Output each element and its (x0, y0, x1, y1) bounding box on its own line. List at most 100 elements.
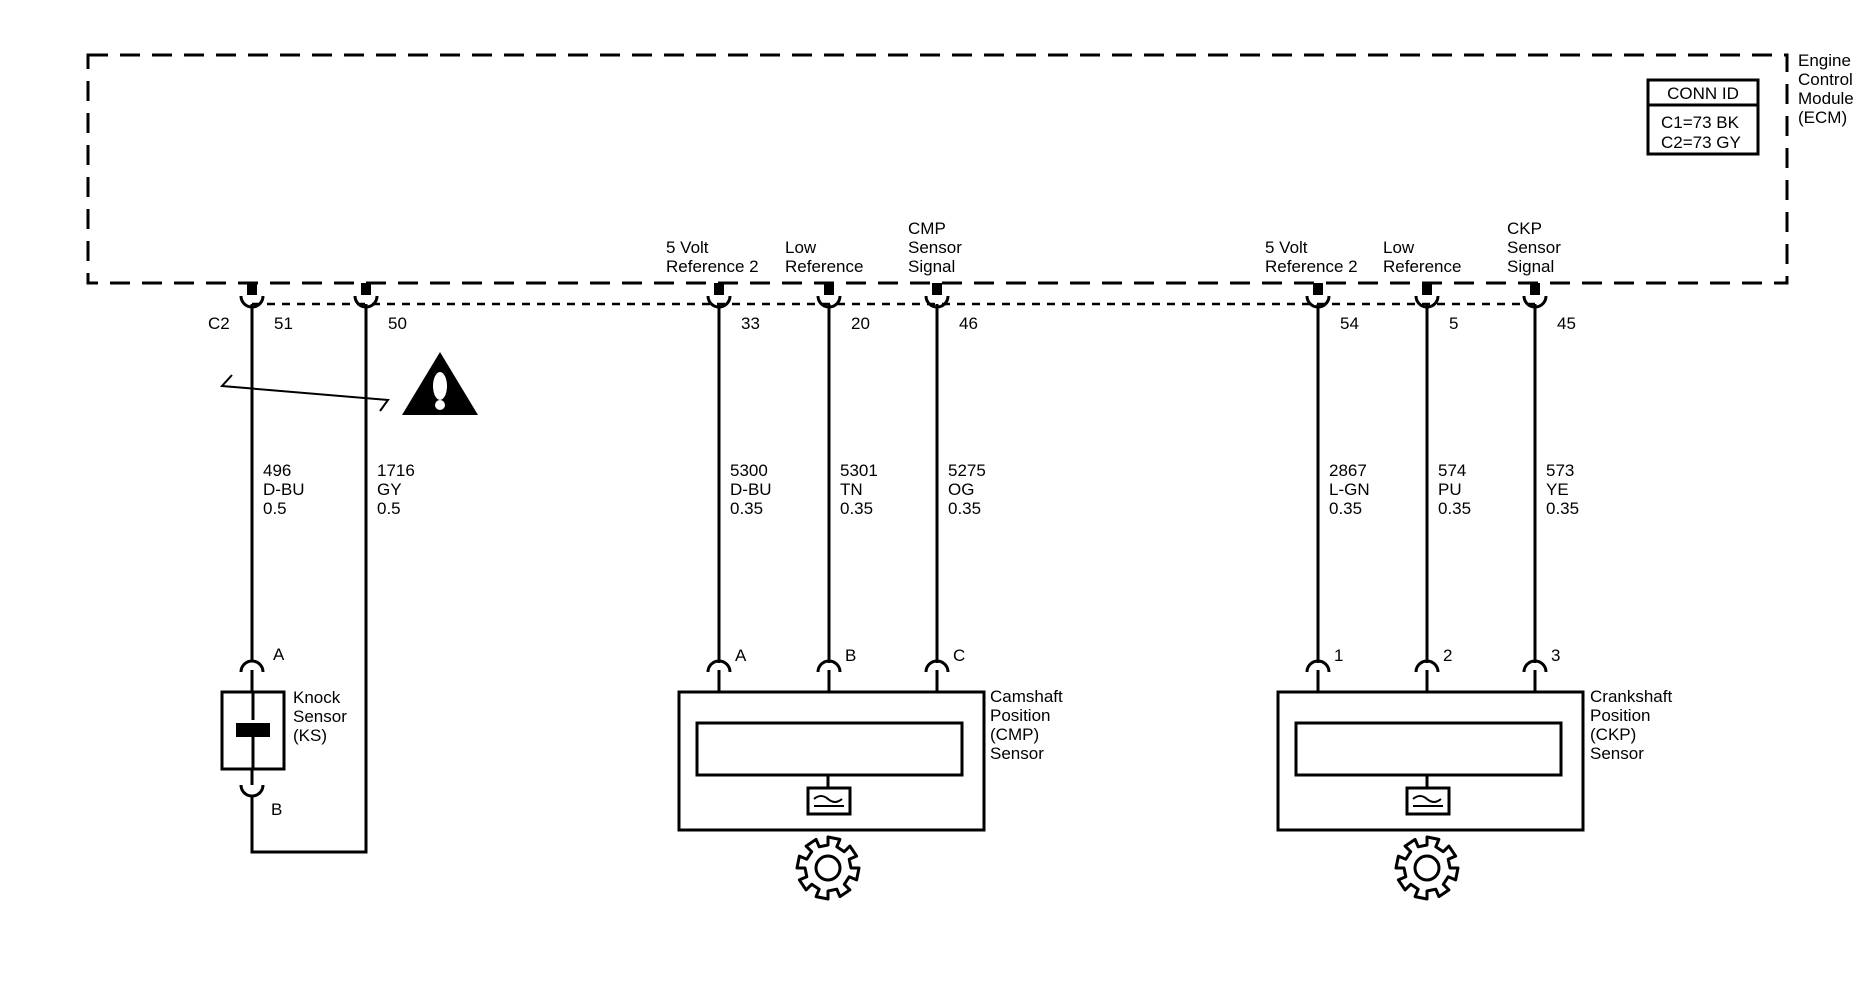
wire-spec-label: 0.35 (840, 499, 873, 518)
ecm-pin-number: 54 (1340, 314, 1359, 333)
ecm-pin-stub (824, 283, 834, 295)
cmp-sensor-label: (CMP) (990, 725, 1039, 744)
sensor-terminal (1414, 659, 1440, 673)
cmp-circuit-labels: 5 Volt Reference 2 Low Reference CMP Sen… (666, 219, 962, 276)
wire-spec-label: 0.35 (948, 499, 981, 518)
gear-icon (1394, 835, 1460, 901)
wire-spec-label: GY (377, 480, 402, 499)
ecm-label-line-3: Module (1798, 89, 1854, 108)
wire-spec-label: 0.35 (730, 499, 763, 518)
circuit-label: Reference (785, 257, 863, 276)
ckp-sensor-label: (CKP) (1590, 725, 1636, 744)
circuit-label: Reference 2 (1265, 257, 1358, 276)
ecm-pin-stub (247, 283, 257, 295)
cmp-sensor-label: Sensor (990, 744, 1044, 763)
ecm-module: Engine Control Module (ECM) CONN ID C1=7… (86, 51, 1854, 285)
wire-spec-label: 5300 (730, 461, 768, 480)
cmp-sensor-label: Camshaft (990, 687, 1063, 706)
ecm-pin-number: 50 (388, 314, 407, 333)
ecm-pin-stub (361, 283, 371, 295)
circuit-label: Signal (908, 257, 955, 276)
wire-spec-label: OG (948, 480, 974, 499)
wire-spec-label: YE (1546, 480, 1569, 499)
ckp-circuit-labels: 5 Volt Reference 2 Low Reference CKP Sen… (1265, 219, 1561, 276)
ecm-pin-number: 20 (851, 314, 870, 333)
sensor-terminal (1522, 659, 1548, 673)
terminal-symbol (706, 295, 732, 309)
ecm-pin-number: 45 (1557, 314, 1576, 333)
circuit-label: CKP (1507, 219, 1542, 238)
ecm-label-line-4: (ECM) (1798, 108, 1847, 127)
ecm-pin-stub (1422, 283, 1432, 295)
circuit-label: CMP (908, 219, 946, 238)
ecm-dashed-border (86, 53, 1789, 285)
sensor-pin-letter: A (273, 645, 285, 664)
wire-spec-label: PU (1438, 480, 1462, 499)
circuit-label: 5 Volt (1265, 238, 1308, 257)
ecm-pin-stub (1530, 283, 1540, 295)
ckp-sensor-label: Position (1590, 706, 1650, 725)
ckp-sensor: Crankshaft Position (CKP) Sensor (1276, 687, 1672, 832)
conn-id-title: CONN ID (1667, 84, 1739, 103)
ecm-label-line-2: Control (1798, 70, 1853, 89)
gear-icon (795, 835, 861, 901)
wire-spec-label: 5301 (840, 461, 878, 480)
wire-spec-label: D-BU (730, 480, 772, 499)
wire-spec-label: 2867 (1329, 461, 1367, 480)
knock-sensor-label: Knock (293, 688, 341, 707)
wire-spec-label: 1716 (377, 461, 415, 480)
circuit-label: Sensor (908, 238, 962, 257)
wire-spec-label: TN (840, 480, 863, 499)
ecm-pin-number: 51 (274, 314, 293, 333)
circuit-label: Reference 2 (666, 257, 759, 276)
ckp-sensor-label: Crankshaft (1590, 687, 1672, 706)
conn-id-box: CONN ID C1=73 BK C2=73 GY (1646, 78, 1760, 156)
circuit-label: Low (1383, 238, 1415, 257)
ecm-pin-number: 5 (1449, 314, 1458, 333)
sensor-pin-letter: A (735, 646, 747, 665)
cmp-sensor: Camshaft Position (CMP) Sensor (677, 687, 1063, 832)
wire-spec-label: 0.35 (1546, 499, 1579, 518)
ckp-sensor-label: Sensor (1590, 744, 1644, 763)
sensor-terminal (924, 659, 950, 673)
ecm-pin-stub (1313, 283, 1323, 295)
knock-sensor-label: Sensor (293, 707, 347, 726)
terminal-symbol (239, 295, 265, 309)
terminal-symbol (816, 295, 842, 309)
magnet-icon (806, 775, 852, 816)
circuit-label: Sensor (1507, 238, 1561, 257)
ecm-pin-stub (714, 283, 724, 295)
ecm-pin-number: 33 (741, 314, 760, 333)
wire-spec-label: D-BU (263, 480, 305, 499)
sensor-pin-letter: B (845, 646, 856, 665)
wire-spec-label: 0.35 (1438, 499, 1471, 518)
sensor-terminal (239, 659, 265, 673)
wire-break-icon (219, 374, 390, 412)
sensor-pin-letter: 2 (1443, 646, 1452, 665)
terminal-symbol (1305, 295, 1331, 309)
conn-id-c2: C2=73 GY (1661, 133, 1741, 152)
wire-spec-label: 0.5 (263, 499, 287, 518)
wire-spec-label: 496 (263, 461, 291, 480)
c2-connector-label: C2 (208, 314, 230, 333)
sensor-pin-letter: 1 (1334, 646, 1343, 665)
ecm-label-line-1: Engine (1798, 51, 1851, 70)
cmp-sensor-label: Position (990, 706, 1050, 725)
warning-triangle-icon (402, 352, 478, 415)
knock-sensor-label: (KS) (293, 726, 327, 745)
sensor-terminal (816, 659, 842, 673)
circuit-label: Signal (1507, 257, 1554, 276)
sensor-terminal (239, 784, 265, 798)
magnet-icon (1405, 775, 1451, 816)
wire-spec-label: L-GN (1329, 480, 1370, 499)
sensor-pin-letter: C (953, 646, 965, 665)
